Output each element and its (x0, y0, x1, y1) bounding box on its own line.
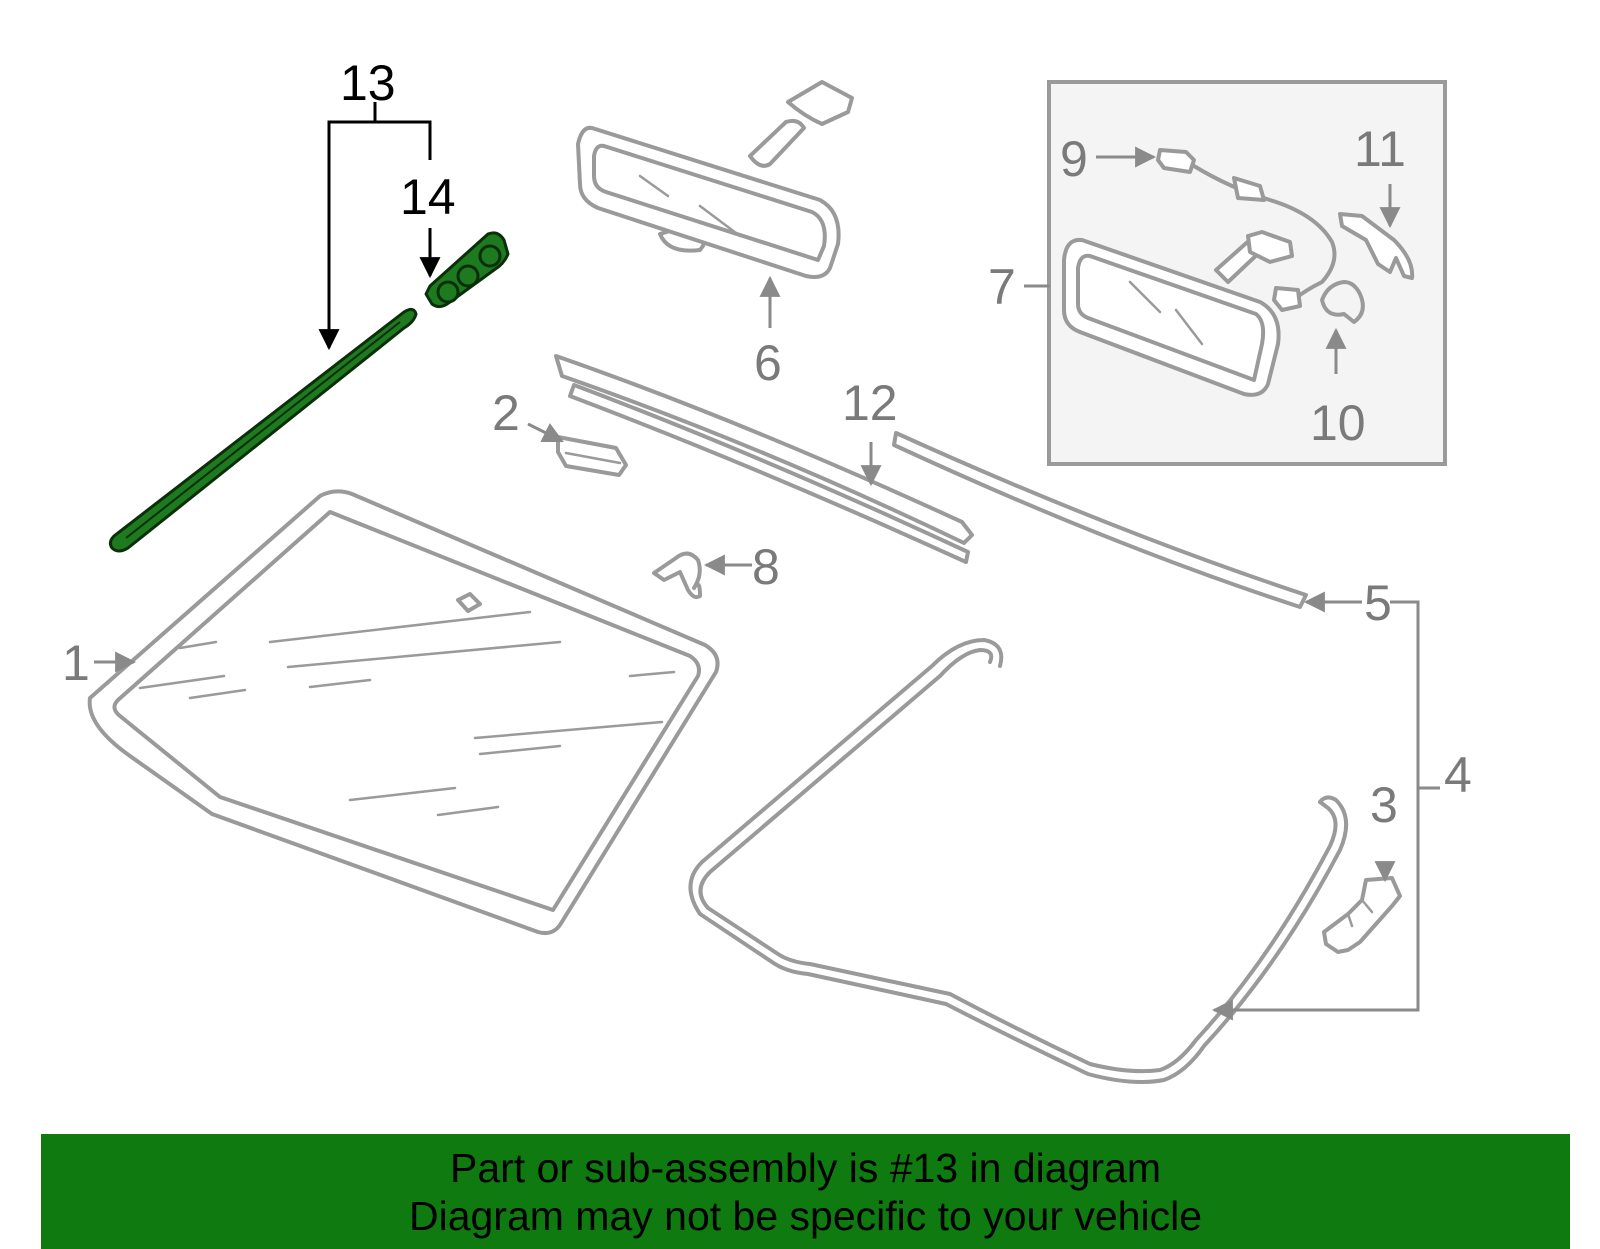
callout-2: 2 (492, 385, 520, 441)
callout-7: 7 (988, 259, 1016, 315)
upper-molding[interactable] (554, 354, 974, 564)
windshield-weatherstrip[interactable] (688, 638, 1348, 1084)
info-banner: Part or sub-assembly is #13 in diagram D… (41, 1134, 1570, 1249)
callout-14: 14 (400, 169, 456, 225)
side-bracket[interactable] (1322, 876, 1402, 954)
callout-6: 6 (754, 335, 782, 391)
rear-view-mirror[interactable] (576, 80, 854, 279)
windshield-glass[interactable] (87, 489, 720, 936)
callout-5: 5 (1364, 575, 1392, 631)
mirror-bracket-cover[interactable] (1338, 212, 1415, 280)
garnish-bracket[interactable] (424, 231, 510, 309)
garnish-molding[interactable] (108, 307, 418, 553)
callout-8: 8 (752, 539, 780, 595)
auto-dimming-mirror[interactable] (1062, 230, 1294, 397)
clip-part[interactable] (652, 551, 702, 600)
callout-11: 11 (1354, 121, 1406, 177)
spacer-part[interactable] (556, 435, 628, 477)
mirror-wire-harness[interactable] (1156, 148, 1337, 312)
callout-13: 13 (340, 55, 396, 111)
callout-1: 1 (62, 635, 90, 691)
callout-12: 12 (842, 375, 898, 431)
callout-10: 10 (1310, 395, 1366, 451)
banner-line-1: Part or sub-assembly is #13 in diagram (450, 1144, 1161, 1191)
callout-9: 9 (1060, 131, 1088, 187)
leader-lines (94, 102, 1440, 1021)
callout-3: 3 (1370, 777, 1398, 833)
banner-line-2: Diagram may not be specific to your vehi… (408, 1192, 1202, 1239)
side-molding[interactable] (892, 431, 1308, 609)
callout-4: 4 (1444, 747, 1472, 803)
mirror-cover-clip[interactable] (1320, 280, 1365, 324)
